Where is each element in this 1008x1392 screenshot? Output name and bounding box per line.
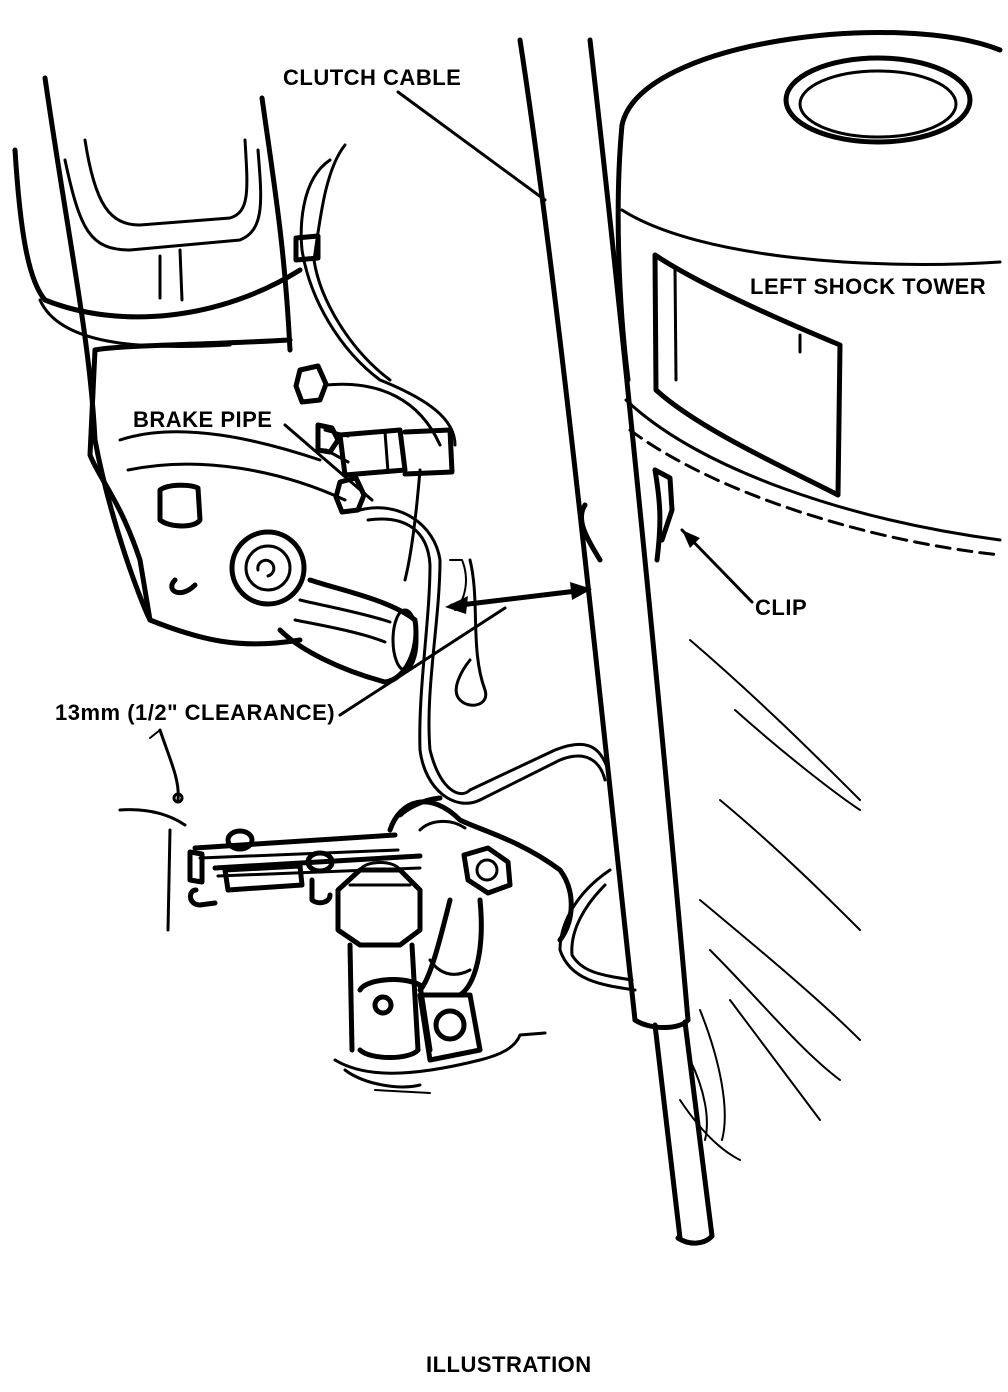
- brake-master-cylinder: [12, 75, 455, 685]
- cable-clip: [578, 467, 675, 563]
- caption: ILLUSTRATION: [426, 1352, 592, 1377]
- clearance-arrowhead-left: [445, 596, 468, 614]
- brake-pipe-leader: [283, 423, 374, 502]
- clutch-cable: [517, 37, 726, 1246]
- leader-lines: [283, 90, 754, 717]
- left-shock-tower: [615, 30, 1003, 1161]
- label-brake-pipe: BRAKE PIPE: [133, 407, 272, 432]
- clearance-arrowhead-right: [570, 582, 592, 600]
- brake-pipes: [293, 143, 637, 992]
- clearance-leader: [338, 606, 507, 717]
- label-clearance: 13mm (1/2" CLEARANCE): [55, 700, 335, 725]
- clutch-cable-leader: [396, 90, 547, 202]
- clearance-dimension-line: [449, 587, 588, 609]
- clutch-linkage: [118, 728, 574, 1094]
- label-clutch-cable: CLUTCH CABLE: [283, 65, 461, 90]
- label-left-shock-tower: LEFT SHOCK TOWER: [750, 274, 986, 299]
- label-clip: CLIP: [755, 595, 807, 620]
- clip-arrowhead: [682, 530, 700, 548]
